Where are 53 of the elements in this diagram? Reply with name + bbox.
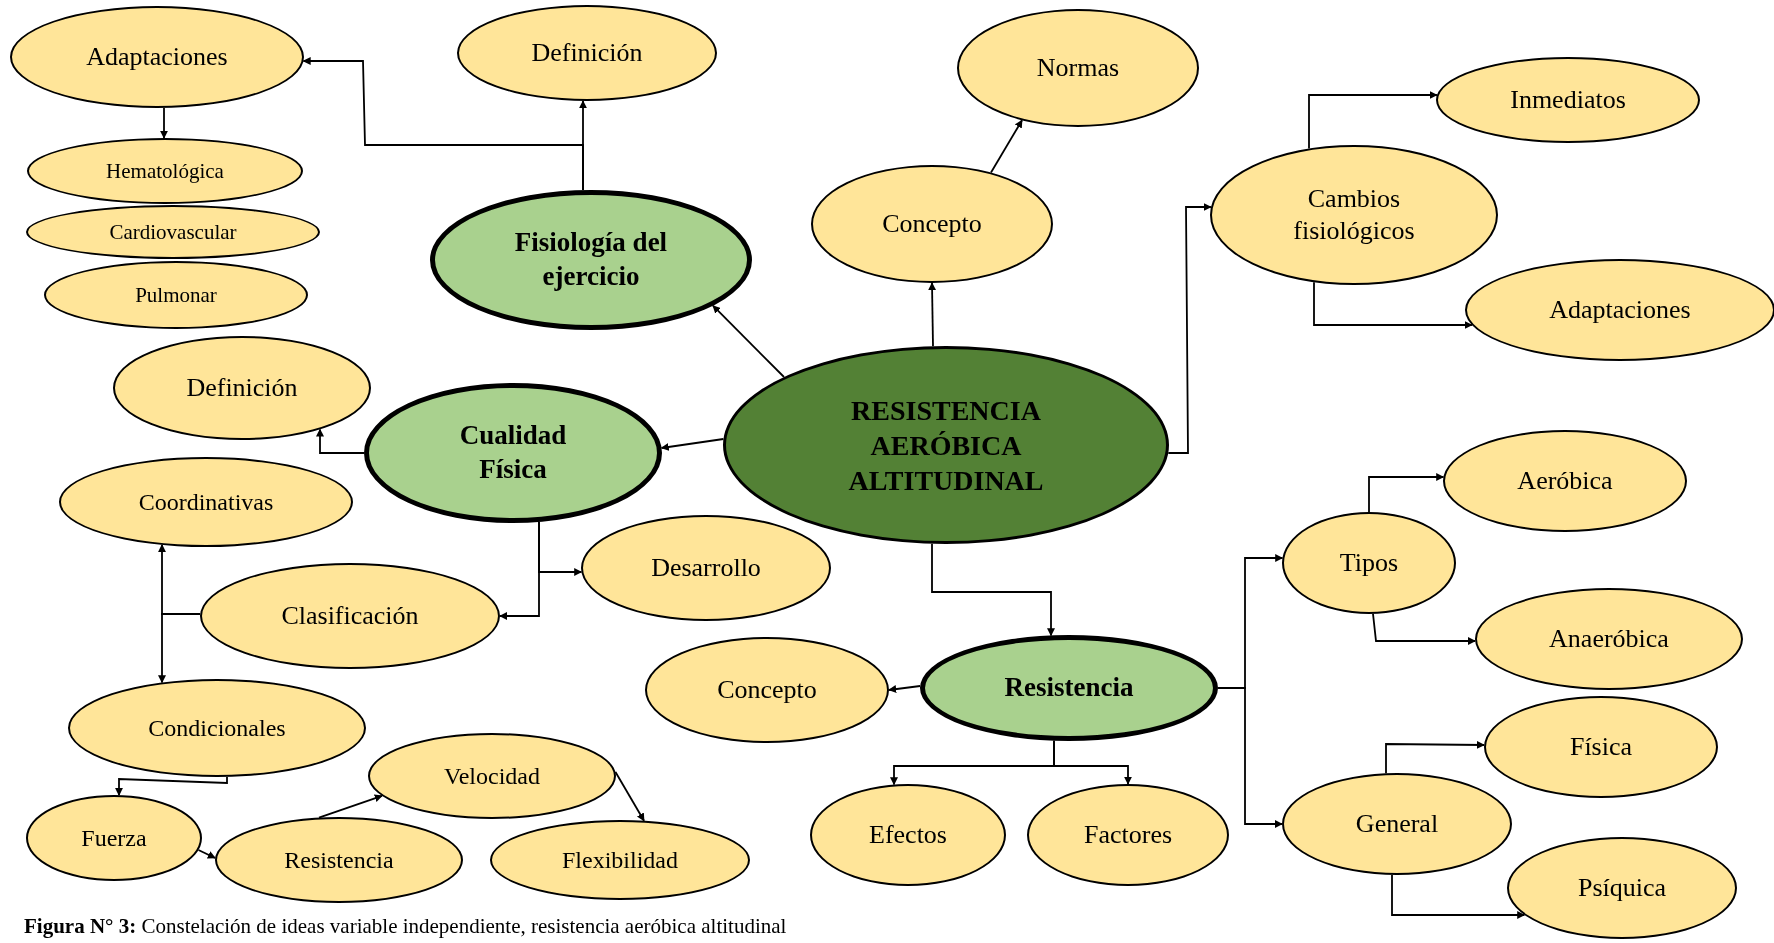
arrow	[1167, 203, 1212, 454]
node-label: Factores	[1083, 818, 1173, 851]
arrow	[302, 57, 584, 191]
arrow	[318, 794, 383, 819]
node-label: Normas	[1036, 51, 1120, 84]
arrow	[888, 685, 921, 694]
node-label: Definición	[186, 371, 298, 404]
arrow	[1368, 473, 1445, 513]
arrow	[990, 119, 1023, 174]
arrow	[1217, 687, 1283, 828]
node-label: Fisiología del ejercicio	[513, 226, 669, 293]
arrow	[1053, 739, 1132, 785]
node-label: Efectos	[869, 818, 947, 851]
node-label: Flexibilidad	[562, 846, 678, 875]
node-label: Velocidad	[444, 762, 540, 791]
node-label: Fuerza	[81, 824, 147, 853]
arrow	[316, 428, 365, 454]
node-label: Aeróbica	[1517, 464, 1613, 497]
arrow	[660, 438, 725, 451]
arrow	[115, 776, 228, 796]
node-label: General	[1355, 807, 1439, 840]
arrow	[160, 107, 168, 139]
arrow	[931, 542, 1055, 637]
node-label: Anaeróbica	[1549, 622, 1669, 655]
node-label: Cardiovascular	[109, 218, 237, 246]
node-label: Adaptaciones	[86, 40, 228, 73]
arrow	[1372, 613, 1476, 645]
arrow	[712, 304, 785, 378]
arrow	[614, 771, 645, 822]
node-label: RESISTENCIA AERÓBICA ALTITUDINAL	[847, 393, 1045, 498]
node-label: Resistencia	[284, 846, 394, 875]
node-label: Concepto	[882, 207, 982, 240]
node-label: Adaptaciones	[1549, 293, 1691, 326]
node-label: Psíquica	[1577, 871, 1667, 904]
arrow	[1391, 874, 1526, 919]
node-label: Clasificación	[281, 599, 419, 632]
node-label: Condicionales	[148, 714, 286, 743]
node-label: Hematológica	[106, 157, 224, 185]
node-label: Desarrollo	[651, 551, 761, 584]
arrow	[928, 282, 937, 348]
node-label: Coordinativas	[138, 488, 274, 517]
node-label: Cualidad Física	[458, 419, 568, 486]
node-label: Concepto	[717, 673, 817, 706]
figure-caption: Figura N° 3: Constelación de ideas variable independiente, resistencia aeróbica altitudinal	[24, 914, 787, 939]
node-label: Física	[1569, 730, 1633, 763]
node-label: Resistencia	[1004, 671, 1134, 705]
node-label: Definición	[531, 36, 643, 69]
node-label: Pulmonar	[135, 281, 217, 309]
arrow	[1385, 740, 1485, 775]
arrow	[538, 521, 583, 576]
node-label: Tipos	[1339, 546, 1399, 579]
node-label: Inmediatos	[1510, 83, 1626, 116]
node-label: Cambios fisiológicos	[1292, 182, 1416, 247]
